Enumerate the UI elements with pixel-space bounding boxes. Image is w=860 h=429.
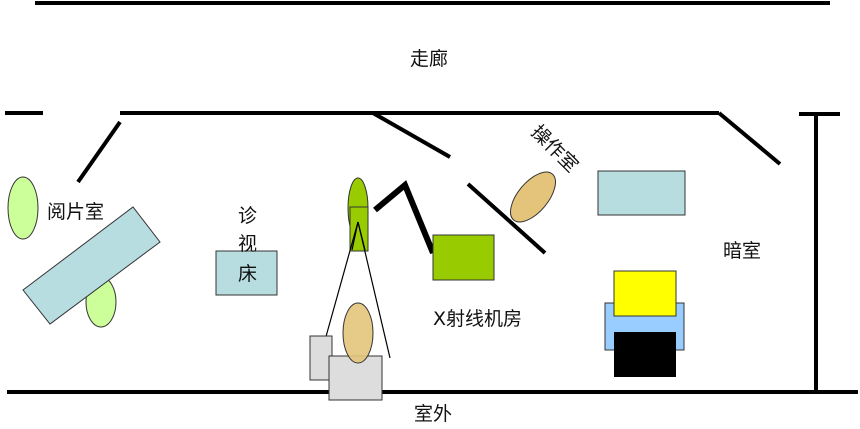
detector-stand <box>328 355 383 401</box>
xray-beam-left <box>319 221 359 359</box>
xray-room-door <box>372 111 451 159</box>
control-console <box>597 170 686 216</box>
exam-bed-label-3: 床 <box>238 263 257 285</box>
xray-room-label: X射线机房 <box>433 308 522 330</box>
patient-ellipse <box>342 302 374 364</box>
exam-bed-label-2: 视 <box>238 233 257 255</box>
processor-bottom <box>614 332 676 377</box>
darkroom-door <box>717 111 782 166</box>
darkroom-label: 暗室 <box>723 240 761 262</box>
exam-bed-label-1: 诊 <box>238 205 257 227</box>
xray-beam-inner-right <box>357 221 366 251</box>
processor-top <box>613 270 677 317</box>
xray-generator <box>432 234 495 281</box>
exam-bed <box>215 250 278 296</box>
control-room-partition <box>466 182 547 255</box>
outside-label: 室外 <box>414 403 452 425</box>
chair-ellipse-1 <box>7 176 39 240</box>
xray-arm <box>373 180 436 255</box>
control-room-label: 操作室 <box>527 121 583 177</box>
reading-room-label: 阅片室 <box>47 201 104 223</box>
corridor-label: 走廊 <box>410 48 448 70</box>
operator-ellipse <box>510 171 556 223</box>
reading-desk <box>22 206 161 325</box>
reading-room-door <box>76 120 122 184</box>
xray-beam-inner-left <box>351 221 359 251</box>
